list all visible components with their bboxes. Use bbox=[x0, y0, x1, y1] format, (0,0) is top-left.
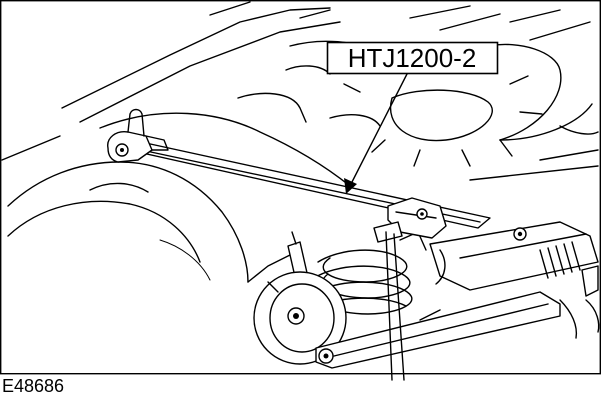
figure-reference-number: E48686 bbox=[2, 376, 64, 396]
vehicle-underbody bbox=[1, 1, 599, 283]
tool-callout: HTJ1200-2 bbox=[326, 41, 499, 194]
rear-suspension bbox=[253, 221, 600, 369]
callout-label: HTJ1200-2 bbox=[348, 43, 477, 73]
special-tool-bar bbox=[107, 108, 491, 381]
